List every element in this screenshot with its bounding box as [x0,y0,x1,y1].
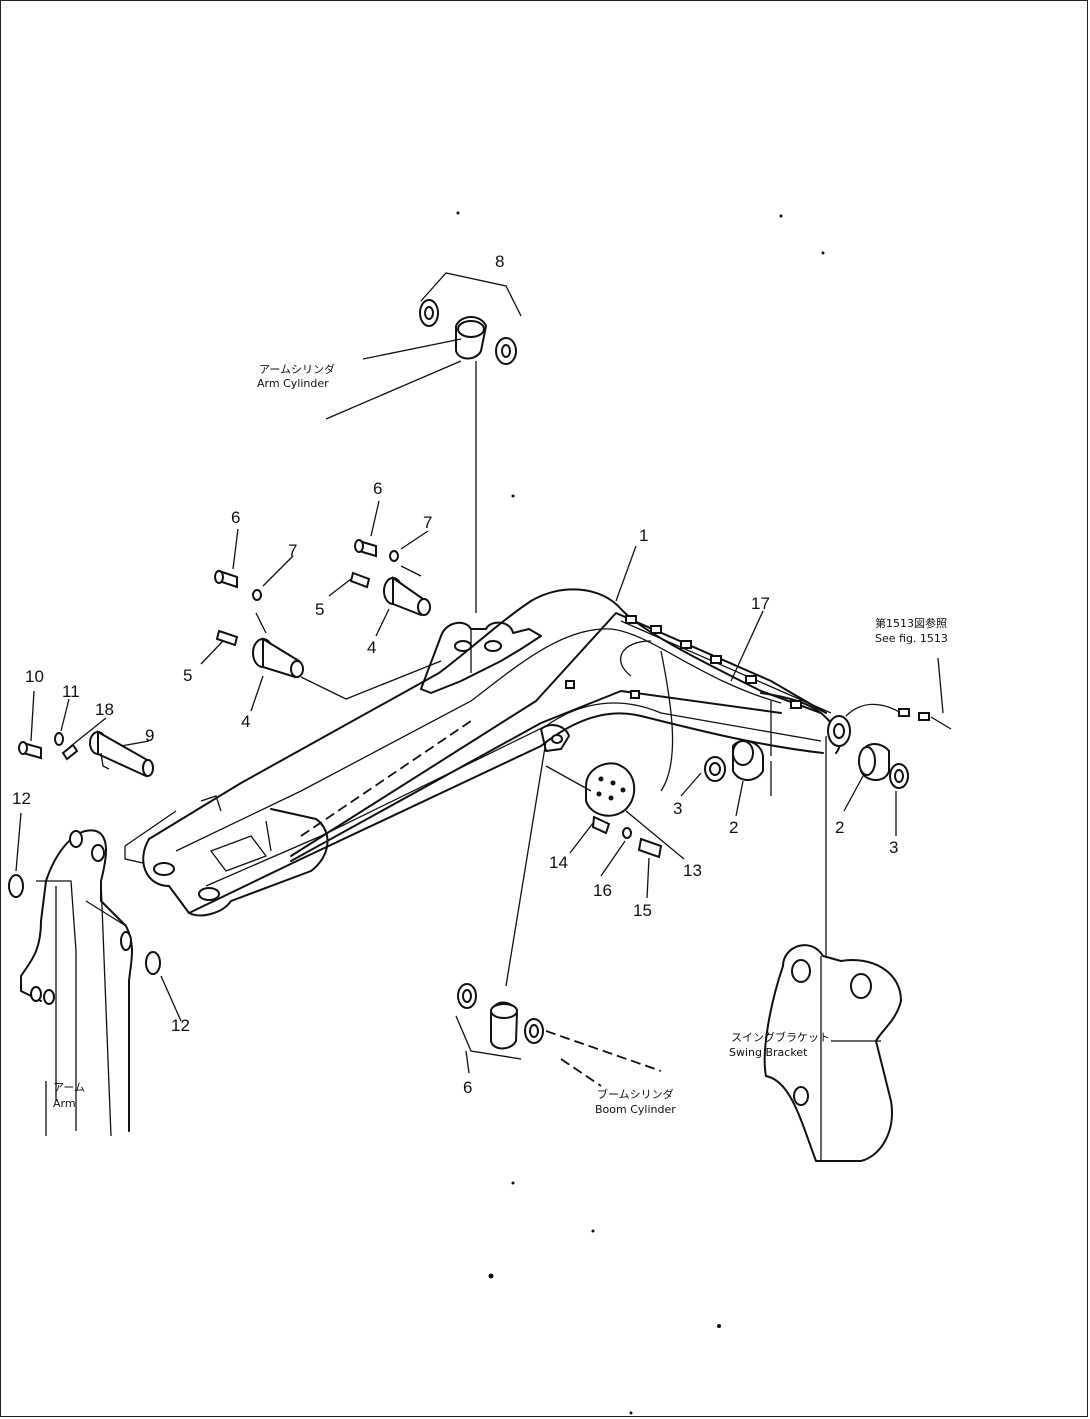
part-number-6: 6 [231,508,240,527]
leader-lines [15,500,944,1074]
part-number-7: 7 [288,541,297,560]
foot-pin-group [18,730,177,864]
part-number-6: 6 [373,479,382,498]
part-number-11: 11 [62,682,80,701]
part-number-18: 18 [95,700,114,719]
hydraulic-piping [290,612,952,862]
boom-cylinder-label-jp: ブームシリンダ [597,1087,674,1101]
callout-labels: アームシリンダ Arm Cylinder 第1513図参照 See fig. 1… [53,362,948,1116]
part-number-8: 8 [495,252,504,271]
part-number-10: 10 [25,667,44,686]
boom-body [142,588,851,917]
arm-cylinder-label-jp: アームシリンダ [259,362,335,376]
see-fig-label-en: See fig. 1513 [875,632,948,645]
part-number-12: 12 [171,1016,190,1035]
part-number-5: 5 [315,600,324,619]
arm-part [8,829,161,1137]
part-number-12: 12 [12,789,31,808]
part-number-2: 2 [729,818,738,837]
part-number-1: 1 [639,526,648,545]
cover-group [545,762,663,859]
part-number-17: 17 [751,594,770,613]
arm-label-en: Arm [53,1097,76,1110]
bushings-right [704,739,909,796]
arm-cylinder-label-en: Arm Cylinder [257,377,329,390]
part-number-14: 14 [549,853,568,872]
part-number-13: 13 [683,861,702,880]
part-number-3: 3 [889,838,898,857]
boom-cylinder-eye [455,740,662,1087]
part-number-3: 3 [673,799,682,818]
part-number-6: 6 [463,1078,472,1097]
boom-cylinder-label-en: Boom Cylinder [595,1103,676,1116]
part-number-2: 2 [835,818,844,837]
swing-bracket-label-jp: スイングブラケット [731,1030,830,1044]
swing-bracket-label-en: Swing Bracket [729,1046,808,1059]
part-number-4: 4 [241,712,250,731]
scan-specks [456,211,825,1415]
part-number-4: 4 [367,638,376,657]
pin-group-upper [214,539,442,700]
arm-cylinder-eye [325,272,522,613]
part-number-15: 15 [633,901,652,920]
see-fig-label-jp: 第1513図参照 [875,616,947,630]
swing-bracket [763,736,902,1162]
part-number-5: 5 [183,666,192,685]
part-number-9: 9 [145,726,154,745]
part-number-7: 7 [423,513,432,532]
arm-label-jp: アーム [53,1081,85,1094]
part-number-labels: 1 2 2 3 3 4 4 5 5 6 6 6 7 7 8 9 10 11 12… [12,252,898,1097]
part-number-16: 16 [593,881,612,900]
